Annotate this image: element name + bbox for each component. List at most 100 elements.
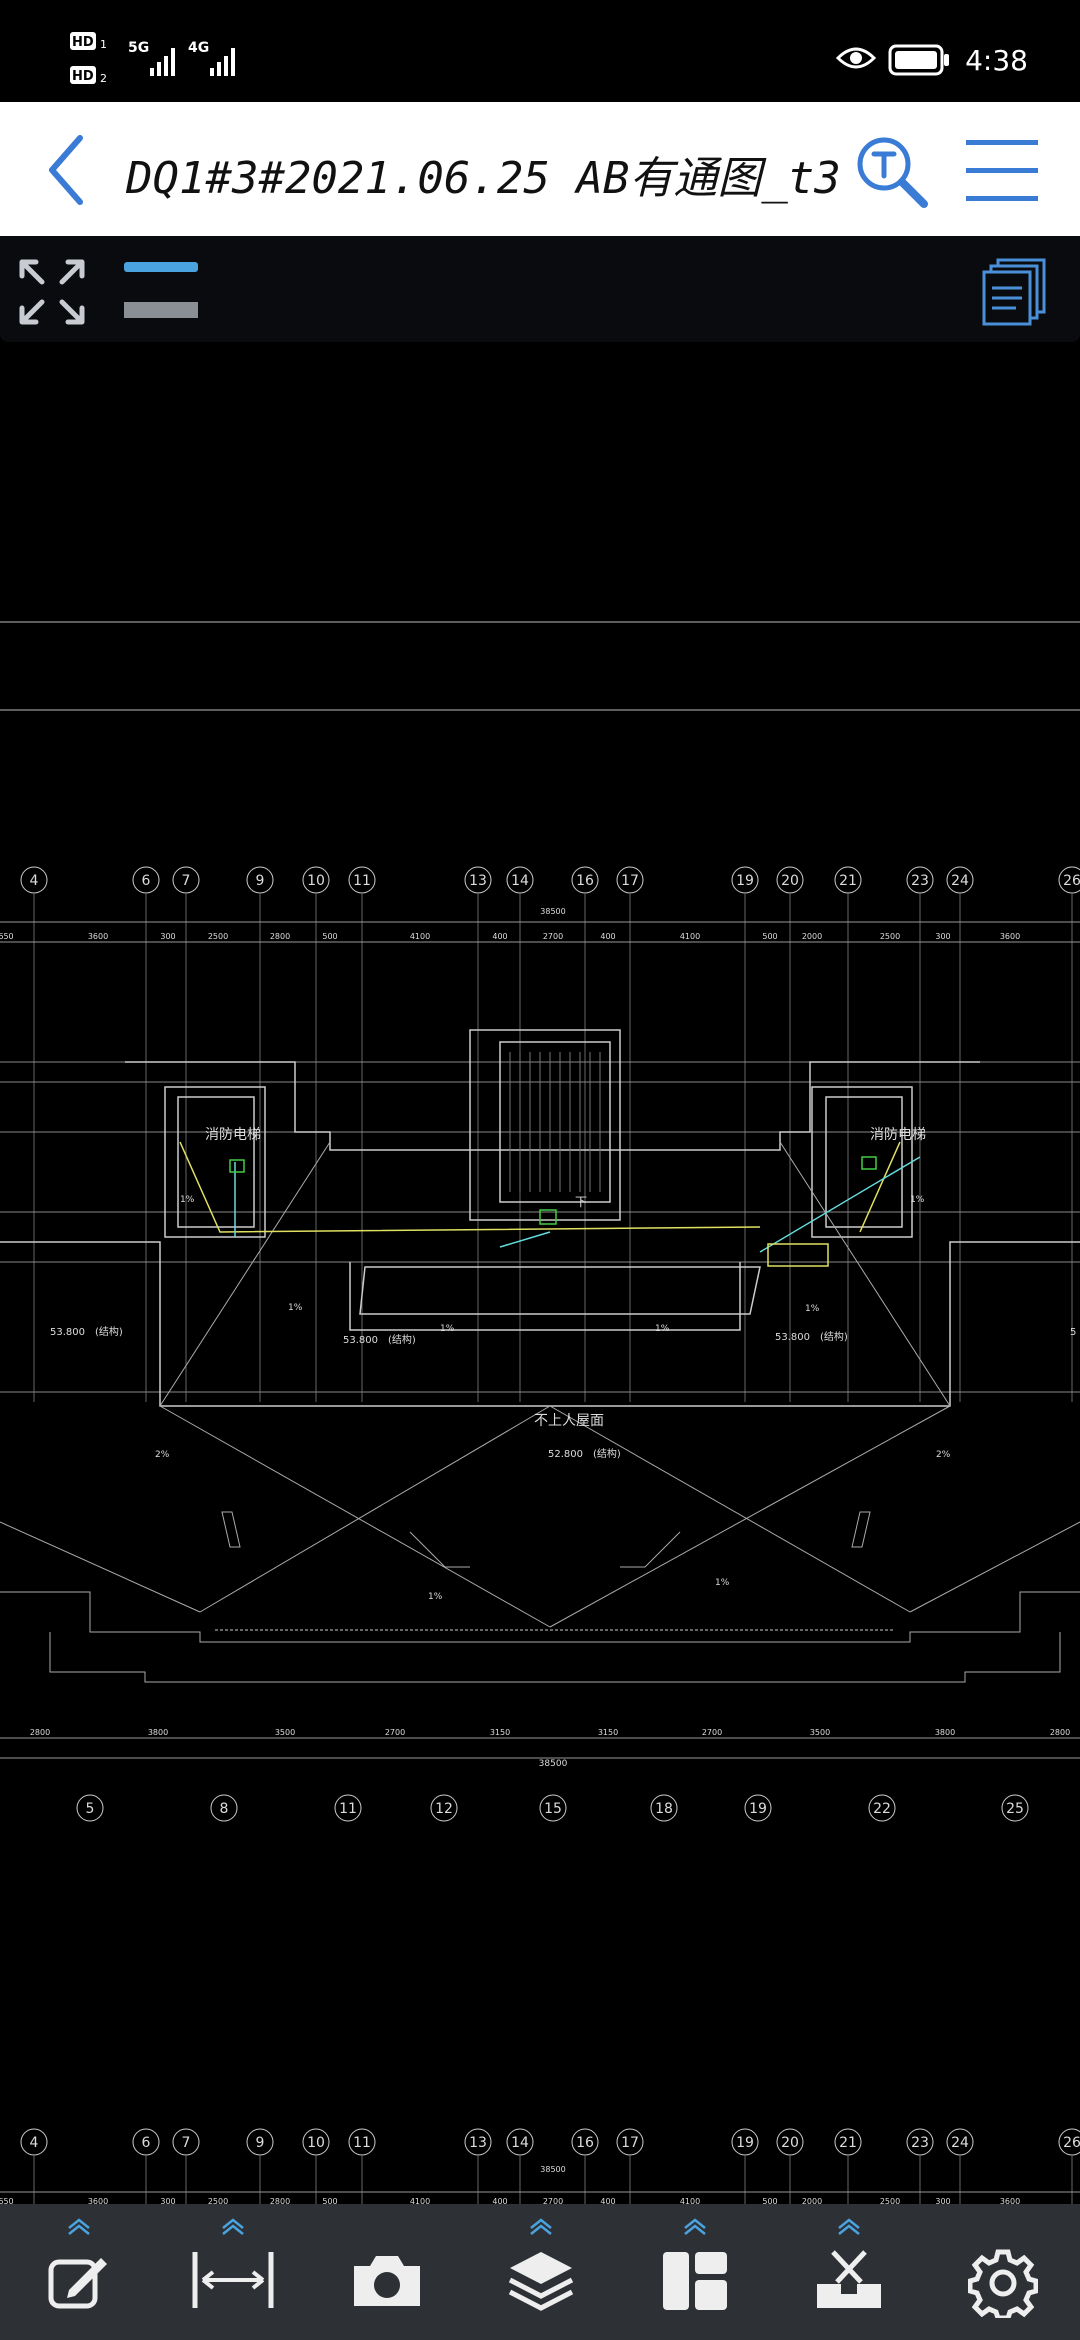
elevation-mid-left: 53.800 bbox=[343, 1335, 378, 1346]
line-style-toggle[interactable] bbox=[124, 262, 198, 318]
dim-top-label: 300 bbox=[160, 932, 175, 941]
axis-repeat-label: 13 bbox=[469, 2135, 487, 2151]
slope-2: 1% bbox=[910, 1195, 925, 1205]
axis-bottom-bubble bbox=[76, 1794, 104, 1822]
dim-repeat-label: 2800 bbox=[270, 2197, 290, 2204]
dim-bottom-label: 3150 bbox=[490, 1728, 510, 1737]
edit-icon bbox=[48, 2258, 107, 2309]
clock: 4:38 bbox=[965, 44, 1028, 77]
axis-repeat-label: 11 bbox=[353, 2135, 371, 2151]
axis-top-label: 21 bbox=[839, 873, 857, 889]
slope-9: 1% bbox=[428, 1592, 443, 1602]
axis-bottom-label: 12 bbox=[435, 1801, 453, 1817]
dim-top-label: 300 bbox=[935, 932, 950, 941]
elevation-roof-note: (结构) bbox=[593, 1447, 621, 1460]
axis-bottom-bubble bbox=[744, 1794, 772, 1822]
axis-top-label: 26 bbox=[1063, 873, 1080, 889]
dim-top-label: 3600 bbox=[1000, 932, 1020, 941]
sim2-index: 2 bbox=[100, 72, 107, 85]
title-bar: DQ1#3#2021.06.25 AB有通图_t3 bbox=[0, 102, 1080, 236]
roof-label: 不上人屋面 bbox=[534, 1413, 604, 1429]
dim-repeat-label: 650 bbox=[0, 2197, 14, 2204]
axis-top-label: 16 bbox=[576, 873, 594, 889]
expand-up-icon bbox=[68, 2218, 90, 2235]
axis-bottom-bubble bbox=[650, 1794, 678, 1822]
chevron-left-icon bbox=[49, 135, 83, 205]
axis-top-label: 14 bbox=[511, 873, 529, 889]
network1-label: 5G bbox=[128, 40, 149, 56]
dim-top-label: 2000 bbox=[802, 932, 822, 941]
camera-icon bbox=[354, 2256, 420, 2306]
elevation-left-note: (结构) bbox=[95, 1325, 123, 1338]
edit-tool-button[interactable] bbox=[14, 2204, 144, 2340]
axis-top-label: 7 bbox=[182, 873, 191, 889]
back-button[interactable] bbox=[36, 128, 120, 212]
fullscreen-button[interactable] bbox=[16, 256, 88, 328]
toolbox-tool-button[interactable] bbox=[784, 2204, 914, 2340]
hamburger-menu-icon bbox=[966, 140, 1038, 201]
expand-arrows-icon bbox=[19, 259, 85, 325]
elevation-mid-left-note: (结构) bbox=[388, 1333, 416, 1346]
line-thin-option[interactable] bbox=[124, 262, 198, 272]
dim-bottom-label: 2800 bbox=[30, 1728, 50, 1737]
dim-bottom-label: 3500 bbox=[275, 1728, 295, 1737]
dim-repeat-label: 2500 bbox=[880, 2197, 900, 2204]
axis-repeat-label: 23 bbox=[911, 2135, 929, 2151]
documents-stack-icon bbox=[982, 258, 1046, 326]
layout-tool-button[interactable] bbox=[630, 2204, 760, 2340]
layout-icon bbox=[663, 2252, 727, 2310]
dim-top-label: 2500 bbox=[208, 932, 228, 941]
dim-bottom-label: 3800 bbox=[935, 1728, 955, 1737]
dim-top-label: 650 bbox=[0, 932, 14, 941]
axis-top-label: 24 bbox=[951, 873, 969, 889]
slope-10: 1% bbox=[715, 1578, 730, 1588]
dim-top-label: 2500 bbox=[880, 932, 900, 941]
axis-repeat-label: 21 bbox=[839, 2135, 857, 2151]
document-list-button[interactable] bbox=[978, 256, 1050, 328]
slope-1: 1% bbox=[180, 1195, 195, 1205]
axis-top-label: 4 bbox=[30, 873, 39, 889]
axis-bottom-label: 18 bbox=[655, 1801, 673, 1817]
dim-repeat-label: 4100 bbox=[680, 2197, 700, 2204]
dim-bottom-label: 2800 bbox=[1050, 1728, 1070, 1737]
axis-repeat-label: 4 bbox=[30, 2135, 39, 2151]
dim-bottom-label: 2700 bbox=[385, 1728, 405, 1737]
axis-repeat-label: 14 bbox=[511, 2135, 529, 2151]
elevation-mid-right-note: (结构) bbox=[820, 1330, 848, 1343]
measure-tool-button[interactable] bbox=[168, 2204, 298, 2340]
axis-top-label: 9 bbox=[256, 873, 265, 889]
axis-repeat-label: 16 bbox=[576, 2135, 594, 2151]
signal2-icon bbox=[210, 48, 235, 76]
expand-up-icon bbox=[684, 2218, 706, 2235]
axis-bottom-label: 19 bbox=[749, 1801, 767, 1817]
text-search-button[interactable] bbox=[852, 132, 932, 212]
menu-button[interactable] bbox=[964, 136, 1040, 206]
line-thick-option[interactable] bbox=[124, 302, 198, 318]
settings-tool-button[interactable] bbox=[938, 2204, 1068, 2340]
network2-label: 4G bbox=[188, 40, 209, 56]
layers-tool-button[interactable] bbox=[476, 2204, 606, 2340]
sim1-index: 1 bbox=[100, 38, 107, 51]
dim-repeat-label: 400 bbox=[492, 2197, 507, 2204]
dim-top-label: 500 bbox=[762, 932, 777, 941]
dim-top-label: 4100 bbox=[410, 932, 430, 941]
eye-icon bbox=[836, 47, 876, 69]
dim-bottom-label: 2700 bbox=[702, 1728, 722, 1737]
room-label-left: 消防电梯 bbox=[205, 1127, 261, 1143]
axis-top-label: 11 bbox=[353, 873, 371, 889]
axis-repeat-label: 24 bbox=[951, 2135, 969, 2151]
text-search-icon bbox=[857, 137, 928, 208]
axis-top-label: 23 bbox=[911, 873, 929, 889]
slope-4: 1% bbox=[440, 1324, 455, 1334]
dim-repeat-label: 3600 bbox=[88, 2197, 108, 2204]
axis-bottom-label: 22 bbox=[873, 1801, 891, 1817]
axis-repeat-label: 17 bbox=[621, 2135, 639, 2151]
camera-tool-button[interactable] bbox=[322, 2204, 452, 2340]
axis-repeat-label: 6 bbox=[142, 2135, 151, 2151]
axis-bottom-bubble bbox=[868, 1794, 896, 1822]
axis-repeat-label: 19 bbox=[736, 2135, 754, 2151]
document-title: DQ1#3#2021.06.25 AB有通图_t3 bbox=[126, 153, 841, 204]
